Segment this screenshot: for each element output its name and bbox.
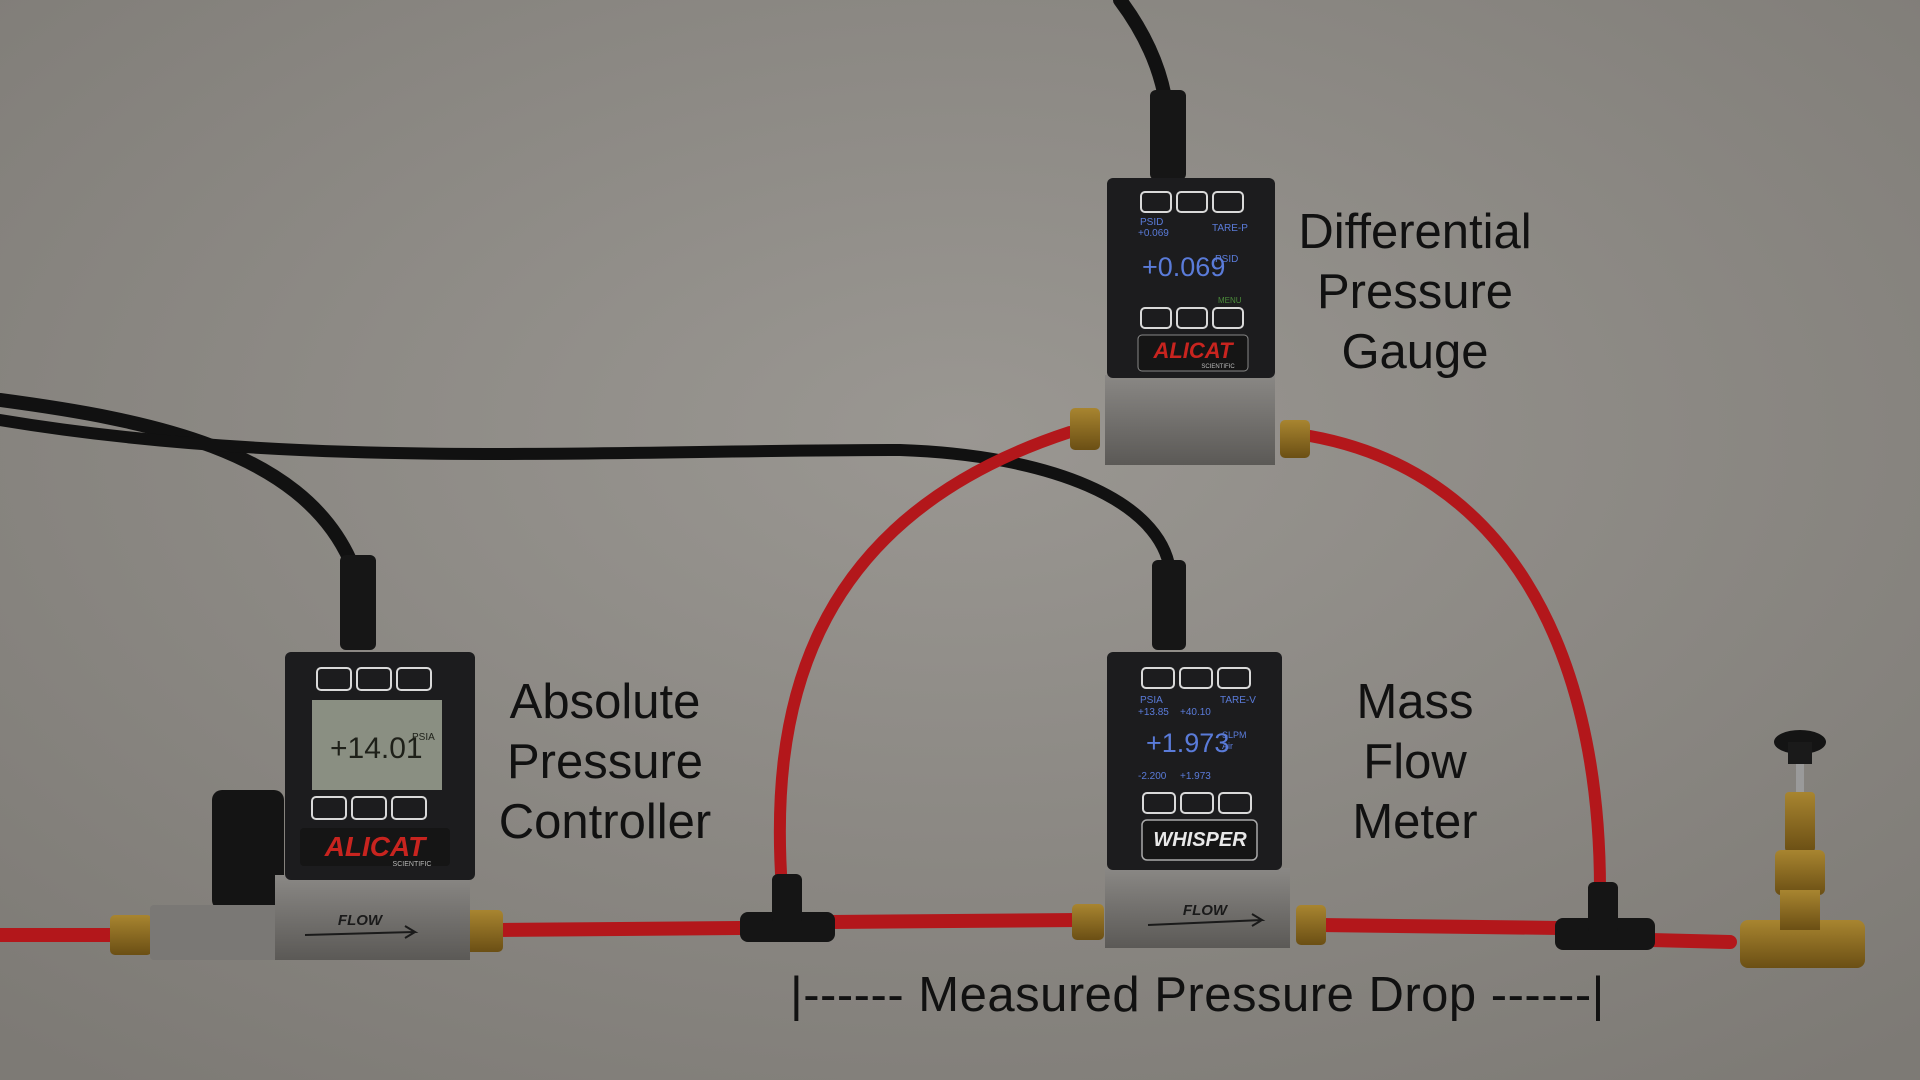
gauge-display-unit: PSID xyxy=(1215,254,1238,265)
tube-arch-left xyxy=(773,426,1076,896)
controller-base xyxy=(275,875,470,960)
label-line: Mass xyxy=(1356,675,1474,729)
meter-bottom-mid: +1.973 xyxy=(1180,771,1211,782)
controller-brand-sub: SCIENTIFIC xyxy=(393,861,432,868)
label-line: Controller xyxy=(498,795,712,849)
meter-base xyxy=(1105,868,1290,948)
gauge-brand: ALICAT xyxy=(1152,338,1234,363)
cable-meter xyxy=(0,414,1178,646)
cable-connectors xyxy=(340,90,1186,650)
label-line: Gauge xyxy=(1341,325,1489,379)
meter-bottom-left: -2.200 xyxy=(1138,771,1167,782)
differential-pressure-gauge: PSID +0.069 TARE-P +0.069 PSID MENU ALIC… xyxy=(1105,178,1275,465)
meter-display-main: +1.973 xyxy=(1146,728,1229,758)
tube-tee-to-valve xyxy=(1643,933,1737,949)
controller-brand-plate xyxy=(300,828,450,866)
gauge-top-left-value: +0.069 xyxy=(1138,228,1169,239)
meter-display-unit2: Air xyxy=(1222,741,1233,751)
meter-top-left-value: +13.85 xyxy=(1138,707,1169,718)
meter-brand-plate xyxy=(1141,819,1258,861)
gauge-brand-sub: SCIENTIFIC xyxy=(1201,364,1235,370)
controller-inlet-block xyxy=(150,905,280,960)
meter-housing xyxy=(1107,652,1282,870)
controller-display-main: +14.01 xyxy=(330,732,423,765)
tube-tee-to-meter xyxy=(823,913,1087,929)
tube-meter-to-tee xyxy=(1313,918,1567,935)
label-differential-pressure-gauge: Differential Pressure Gauge xyxy=(1245,202,1585,382)
valve-cylinder xyxy=(212,790,284,910)
absolute-pressure-controller: FLOW +14.01 PSIA ALICAT SCIENTIFIC xyxy=(150,652,475,960)
controller-flow-arrow xyxy=(304,925,419,939)
tubing xyxy=(0,426,1737,949)
controller-brand: ALICAT xyxy=(324,831,428,862)
label-line: Meter xyxy=(1352,795,1478,849)
mass-flow-meter: FLOW PSIA +13.85 +40.10 TARE-V +1.973 SL… xyxy=(1105,652,1290,948)
meter-flow-arrow xyxy=(1147,913,1266,927)
label-line: Differential xyxy=(1298,205,1532,259)
tube-arch-right xyxy=(1304,430,1606,896)
label-line: Flow xyxy=(1363,735,1467,789)
tube-controller-to-tee xyxy=(493,921,747,937)
label-line: Pressure xyxy=(1316,265,1514,319)
meter-top-mid-value: +40.10 xyxy=(1180,707,1211,718)
meter-display-unit: SLPM xyxy=(1222,730,1247,740)
label-measured-pressure-drop: |------ Measured Pressure Drop ------| xyxy=(790,968,1605,1022)
gauge-bottom-right: MENU xyxy=(1218,296,1242,305)
meter-top-right: TARE-V xyxy=(1220,695,1256,706)
label-absolute-pressure-controller: Absolute Pressure Controller xyxy=(470,672,740,852)
controller-lcd xyxy=(312,700,442,790)
gauge-brand-plate xyxy=(1137,334,1249,372)
brass-fittings xyxy=(110,408,1326,955)
label-mass-flow-meter: Mass Flow Meter xyxy=(1300,672,1530,852)
gauge-top-left: PSID xyxy=(1140,217,1163,228)
controller-display-unit: PSIA xyxy=(412,732,435,743)
label-line: Pressure xyxy=(506,735,704,789)
gauge-base xyxy=(1105,375,1275,465)
meter-top-left: PSIA xyxy=(1140,695,1163,706)
gauge-top-right: TARE-P xyxy=(1212,223,1248,234)
gauge-display-main: +0.069 xyxy=(1142,252,1225,282)
needle-valve xyxy=(1740,730,1865,968)
tee-fittings xyxy=(740,874,1655,950)
controller-flow-label: FLOW xyxy=(338,912,384,929)
label-line: Absolute xyxy=(509,675,701,729)
meter-flow-label: FLOW xyxy=(1183,902,1229,919)
meter-brand: WHISPER xyxy=(1153,829,1247,851)
